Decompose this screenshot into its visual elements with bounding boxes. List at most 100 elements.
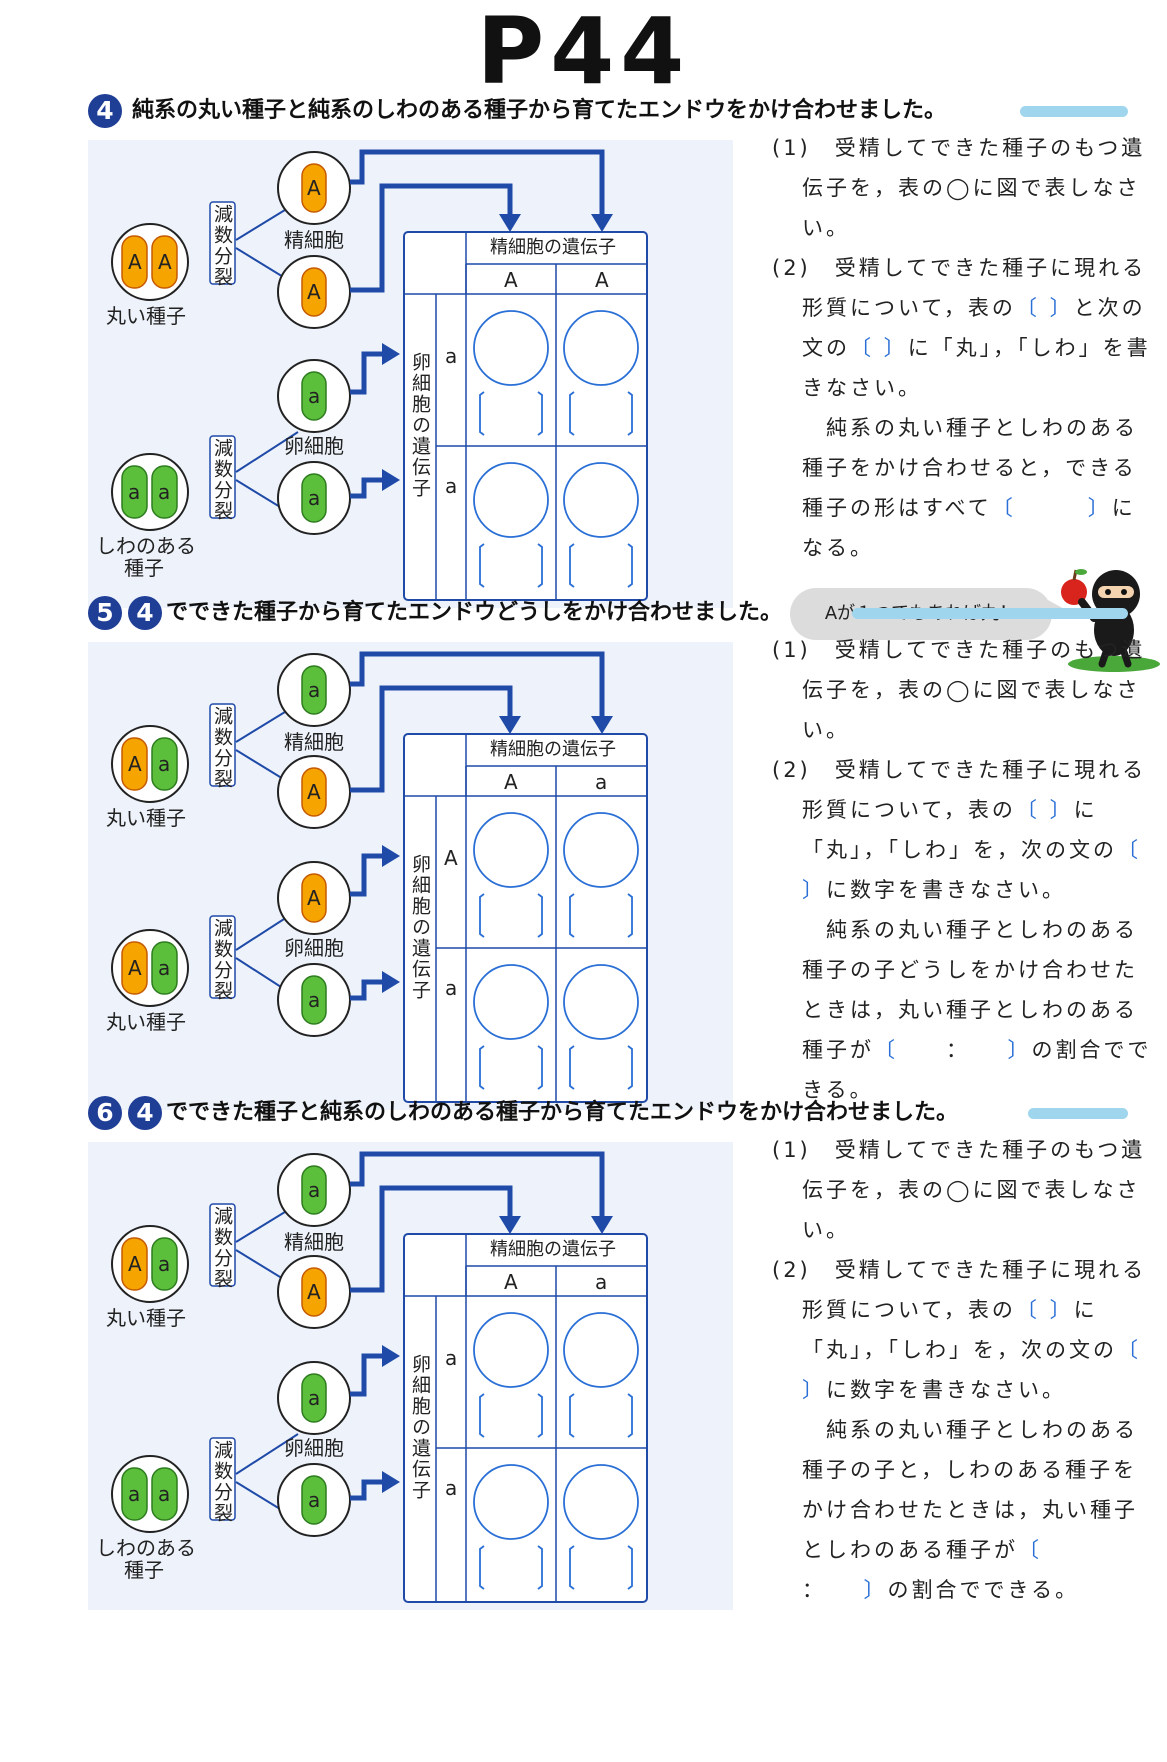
diagram-graphic xyxy=(88,642,733,1110)
parent2-label: 種子 xyxy=(124,1558,164,1582)
sentence-text: の割合でできる。 xyxy=(802,1038,1152,1102)
question-1: (1) 受精してできた種子のもつ遺伝子を，表の◯に図で表しなさい。 xyxy=(772,136,1146,240)
egg-label: 卵細胞 xyxy=(284,936,344,960)
table-header: 精細胞の遺伝子 xyxy=(490,1239,616,1260)
answer-bracket[interactable]: 〕 xyxy=(815,1578,888,1602)
table-col-label: A xyxy=(504,268,518,292)
sentence-text: になる。 xyxy=(802,496,1136,560)
answer-bracket[interactable]: 〔 xyxy=(874,1038,946,1062)
sentence-text: 純系の丸い種子としわのある種子をかけ合わせると，できる種子の形はすべて xyxy=(802,416,1138,520)
question-number-badge: 6 xyxy=(88,1096,122,1130)
parent1-gene: A xyxy=(128,250,142,274)
question-number-badge: 5 xyxy=(88,596,122,630)
parent1-gene: A xyxy=(158,250,172,274)
answer-bracket[interactable]: 〔 〕 xyxy=(802,1338,1141,1402)
ninja-with-apple-icon xyxy=(1056,560,1160,676)
egg-gene: a xyxy=(308,1386,321,1410)
sperm-label: 精細胞 xyxy=(284,228,344,252)
fill-in-sentence: 純系の丸い種子としわのある種子の子どうしをかけ合わせたときは，丸い種子としわのあ… xyxy=(772,910,1152,1110)
table-row-label: a xyxy=(445,1476,458,1500)
table-side-label: 卵細胞の遺伝子 xyxy=(409,1354,431,1501)
sperm-gene: a xyxy=(308,1178,321,1202)
question-2-text: (2) 受精してできた種子に現れる形質について，表の xyxy=(772,1258,1147,1322)
reference-number-badge: 4 xyxy=(128,596,162,630)
table-row-label: a xyxy=(445,344,458,368)
answer-bracket[interactable]: 〔 〕 xyxy=(991,496,1112,520)
table-row-label: a xyxy=(445,976,458,1000)
heading-bar xyxy=(1020,106,1128,117)
question-text: (1) 受精してできた種子のもつ遺伝子を，表の◯に図で表しなさい。 (2) 受精… xyxy=(772,128,1152,568)
answer-bracket[interactable]: 〔 〕 xyxy=(1015,296,1074,320)
ratio-colon: ： xyxy=(946,1038,960,1062)
answer-bracket[interactable]: 〔 〕 xyxy=(1015,798,1074,822)
parent1-label: 丸い種子 xyxy=(106,1306,186,1330)
meiosis-label: 減数分裂 xyxy=(211,204,233,288)
fill-in-sentence: 純系の丸い種子としわのある種子の子と，しわのある種子をかけ合わせたときは，丸い種… xyxy=(772,1410,1152,1610)
sperm-label: 精細胞 xyxy=(284,730,344,754)
genetics-diagram: A a a a 丸い種子 しわのある 種子 減数分裂 減数分裂 a A a a … xyxy=(88,1142,733,1610)
heading-bar xyxy=(1028,1108,1128,1119)
heading-bar xyxy=(852,608,1128,619)
question-2-text: (2) 受精してできた種子に現れる形質について，表の xyxy=(772,758,1147,822)
reference-number-badge: 4 xyxy=(128,1096,162,1130)
question-text: (1) 受精してできた種子のもつ遺伝子を，表の◯に図で表しなさい。 (2) 受精… xyxy=(772,630,1152,1110)
question-heading: 4 純系の丸い種子と純系のしわのある種子から育てたエンドウをかけ合わせました。 xyxy=(88,92,1167,132)
question-2: (2) 受精してできた種子に現れる形質について，表の〔 〕と次の文の〔 〕に「丸… xyxy=(772,248,1152,408)
parent2-label: しわのある xyxy=(96,534,196,558)
question-2-text: に「丸」，「しわ」を，次の文の xyxy=(802,798,1117,862)
question-1: (1) 受精してできた種子のもつ遺伝子を，表の◯に図で表しなさい。 xyxy=(772,638,1146,742)
answer-bracket[interactable]: 〕 xyxy=(959,1038,1032,1062)
parent2-gene: a xyxy=(128,480,141,504)
egg-gene: a xyxy=(308,1488,321,1512)
question-text: (1) 受精してできた種子のもつ遺伝子を，表の◯に図で表しなさい。 (2) 受精… xyxy=(772,1130,1152,1610)
parent2-gene: a xyxy=(158,480,171,504)
sperm-label: 精細胞 xyxy=(284,1230,344,1254)
fill-in-sentence: 純系の丸い種子としわのある種子をかけ合わせると，できる種子の形はすべて〔 〕にな… xyxy=(772,408,1152,568)
answer-bracket[interactable]: 〔 〕 xyxy=(850,336,908,360)
egg-gene: a xyxy=(308,988,321,1012)
question-heading-text: でできた種子と純系のしわのある種子から育てたエンドウをかけ合わせました。 xyxy=(166,1100,959,1125)
question-2: (2) 受精してできた種子に現れる形質について，表の〔 〕に「丸」，「しわ」を，… xyxy=(772,1250,1152,1410)
meiosis-label: 減数分裂 xyxy=(211,1440,233,1524)
parent2-gene: a xyxy=(128,1482,141,1506)
sperm-gene: a xyxy=(308,678,321,702)
answer-bracket[interactable]: 〔 xyxy=(1018,1538,1090,1562)
parent1-gene: A xyxy=(128,1252,142,1276)
parent1-gene: a xyxy=(158,1252,171,1276)
sentence-text: の割合でできる。 xyxy=(887,1578,1080,1602)
parent2-label: しわのある xyxy=(96,1536,196,1560)
table-row-label: a xyxy=(445,474,458,498)
sperm-gene: A xyxy=(307,780,321,804)
parent2-gene: a xyxy=(158,1482,171,1506)
diagram-graphic xyxy=(88,1142,733,1610)
genetics-diagram: A a A a 丸い種子 丸い種子 減数分裂 減数分裂 a A A a 精細胞 … xyxy=(88,642,733,1110)
parent1-gene: a xyxy=(158,752,171,776)
meiosis-label: 減数分裂 xyxy=(211,918,233,1002)
meiosis-label: 減数分裂 xyxy=(211,1206,233,1290)
table-side-label: 卵細胞の遺伝子 xyxy=(409,854,431,1001)
egg-gene: a xyxy=(308,486,321,510)
diagram-graphic xyxy=(88,140,733,608)
meiosis-label: 減数分裂 xyxy=(211,438,233,522)
table-header: 精細胞の遺伝子 xyxy=(490,739,616,760)
question-heading: 5 4 でできた種子から育てたエンドウどうしをかけ合わせました。 xyxy=(88,594,1167,634)
question-heading-text: でできた種子から育てたエンドウどうしをかけ合わせました。 xyxy=(166,600,783,625)
table-row-label: A xyxy=(444,846,458,870)
question-2-text: に数字を書きなさい。 xyxy=(826,1378,1066,1402)
question-1: (1) 受精してできた種子のもつ遺伝子を，表の◯に図で表しなさい。 xyxy=(772,1138,1146,1242)
sperm-gene: A xyxy=(307,280,321,304)
sentence-text: 純系の丸い種子としわのある種子の子どうしをかけ合わせたときは，丸い種子としわのあ… xyxy=(802,918,1138,1062)
sentence-text: 純系の丸い種子としわのある種子の子と，しわのある種子をかけ合わせたときは，丸い種… xyxy=(802,1418,1138,1562)
page-title: P44 xyxy=(476,0,691,105)
question-2-text: に「丸」，「しわ」を，次の文の xyxy=(802,1298,1117,1362)
answer-bracket[interactable]: 〔 〕 xyxy=(1015,1298,1074,1322)
sperm-gene: A xyxy=(307,176,321,200)
egg-label: 卵細胞 xyxy=(284,1436,344,1460)
question-heading-text: 純系の丸い種子と純系のしわのある種子から育てたエンドウをかけ合わせました。 xyxy=(132,98,947,123)
answer-bracket[interactable]: 〔 〕 xyxy=(802,838,1141,902)
table-col-label: A xyxy=(595,268,609,292)
question-number-badge: 4 xyxy=(88,94,122,128)
egg-label: 卵細胞 xyxy=(284,434,344,458)
table-col-label: A xyxy=(504,1270,518,1294)
parent2-gene: A xyxy=(128,956,142,980)
